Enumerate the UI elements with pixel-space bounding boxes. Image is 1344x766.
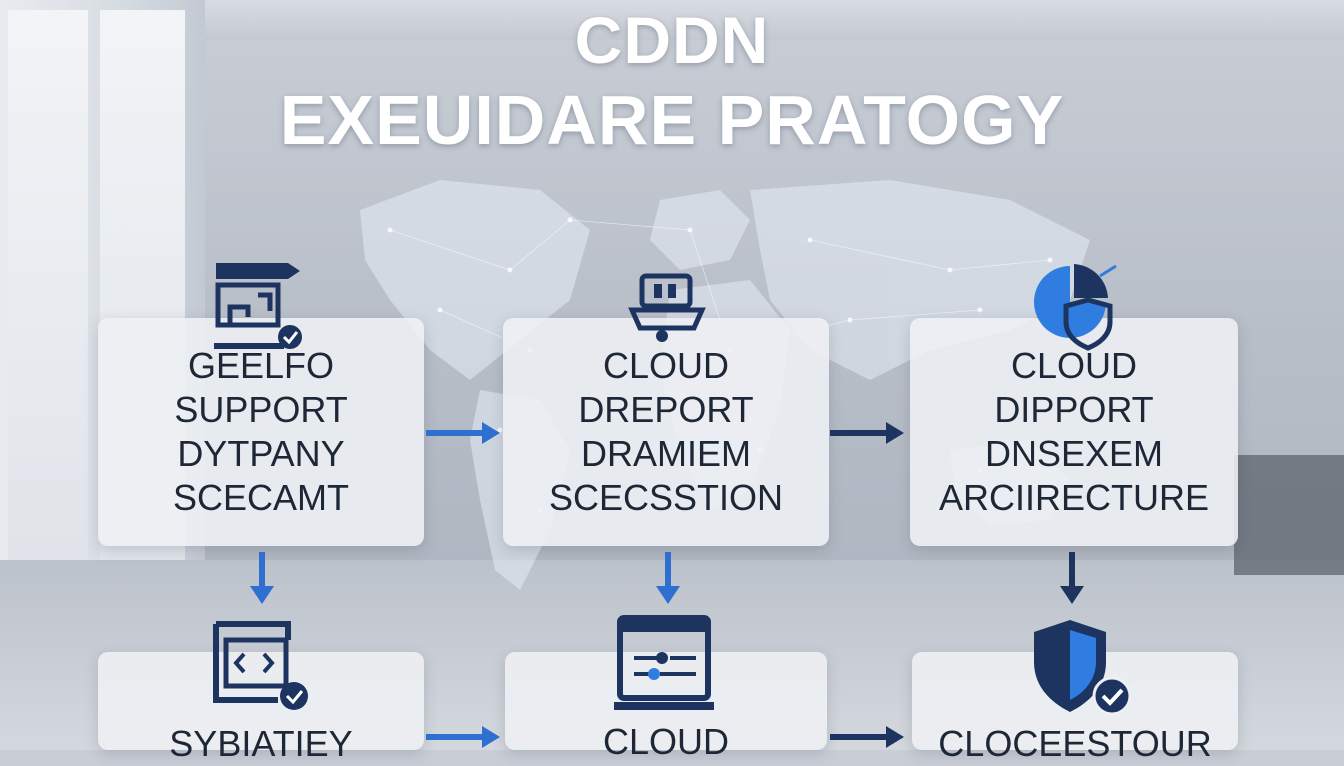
card-text-line: CLOUD xyxy=(602,345,730,386)
gear-workflow-icon xyxy=(214,263,302,349)
card-top-left: GEELFO SUPPORT DYTPANY SCECAMT xyxy=(98,318,424,546)
title-line-1: CDDN xyxy=(574,3,770,77)
card-text-line: SCECAMT xyxy=(172,477,349,518)
card-text-line: DIPPORT xyxy=(994,389,1154,430)
card-text-line: DNSEXEM xyxy=(984,433,1164,474)
security-shield-check-icon xyxy=(1034,620,1132,716)
card-top-center: CLOUD DREPORT DRAMIEM SCECSSTION xyxy=(503,318,829,546)
desk xyxy=(1234,455,1344,575)
card-text-line: DYTPANY xyxy=(177,433,345,474)
card-text-line: DRAMIEM xyxy=(581,433,751,474)
card-top-right: CLOUD DIPPORT DNSEXEM ARCIIRECTURE xyxy=(910,318,1238,546)
shield-chart-icon xyxy=(1034,264,1117,351)
arrow-down-3 xyxy=(1060,552,1084,604)
card-text-line: GEELFO xyxy=(187,345,335,386)
card-text-line: CLOCEESTOUR xyxy=(938,723,1212,764)
ceiling xyxy=(0,0,1344,40)
arrow-right-4 xyxy=(830,726,904,748)
window-pane-left xyxy=(8,10,88,590)
card-text-line: ARCIIRECTURE xyxy=(938,477,1210,518)
card-text-line: SCECSSTION xyxy=(548,477,784,518)
card-text-line: SUPPORT xyxy=(174,389,348,430)
arrow-down-1 xyxy=(250,552,274,604)
arrow-right-2 xyxy=(830,422,904,444)
card-text-line: SYBIATIEY xyxy=(169,723,353,764)
dashboard-monitor-icon xyxy=(614,615,714,710)
cloud-server-icon xyxy=(628,273,706,342)
code-chip-icon xyxy=(213,621,308,710)
card-text-line: DREPORT xyxy=(578,389,754,430)
arrow-right-3 xyxy=(426,726,500,748)
card-text-line: CLOUD xyxy=(602,721,730,762)
card-text-line: CLOUD xyxy=(1010,345,1138,386)
arrow-right-1 xyxy=(426,422,500,444)
arrow-down-2 xyxy=(656,552,680,604)
title-line-2: EXEUIDARE PRATOGY xyxy=(279,81,1065,159)
